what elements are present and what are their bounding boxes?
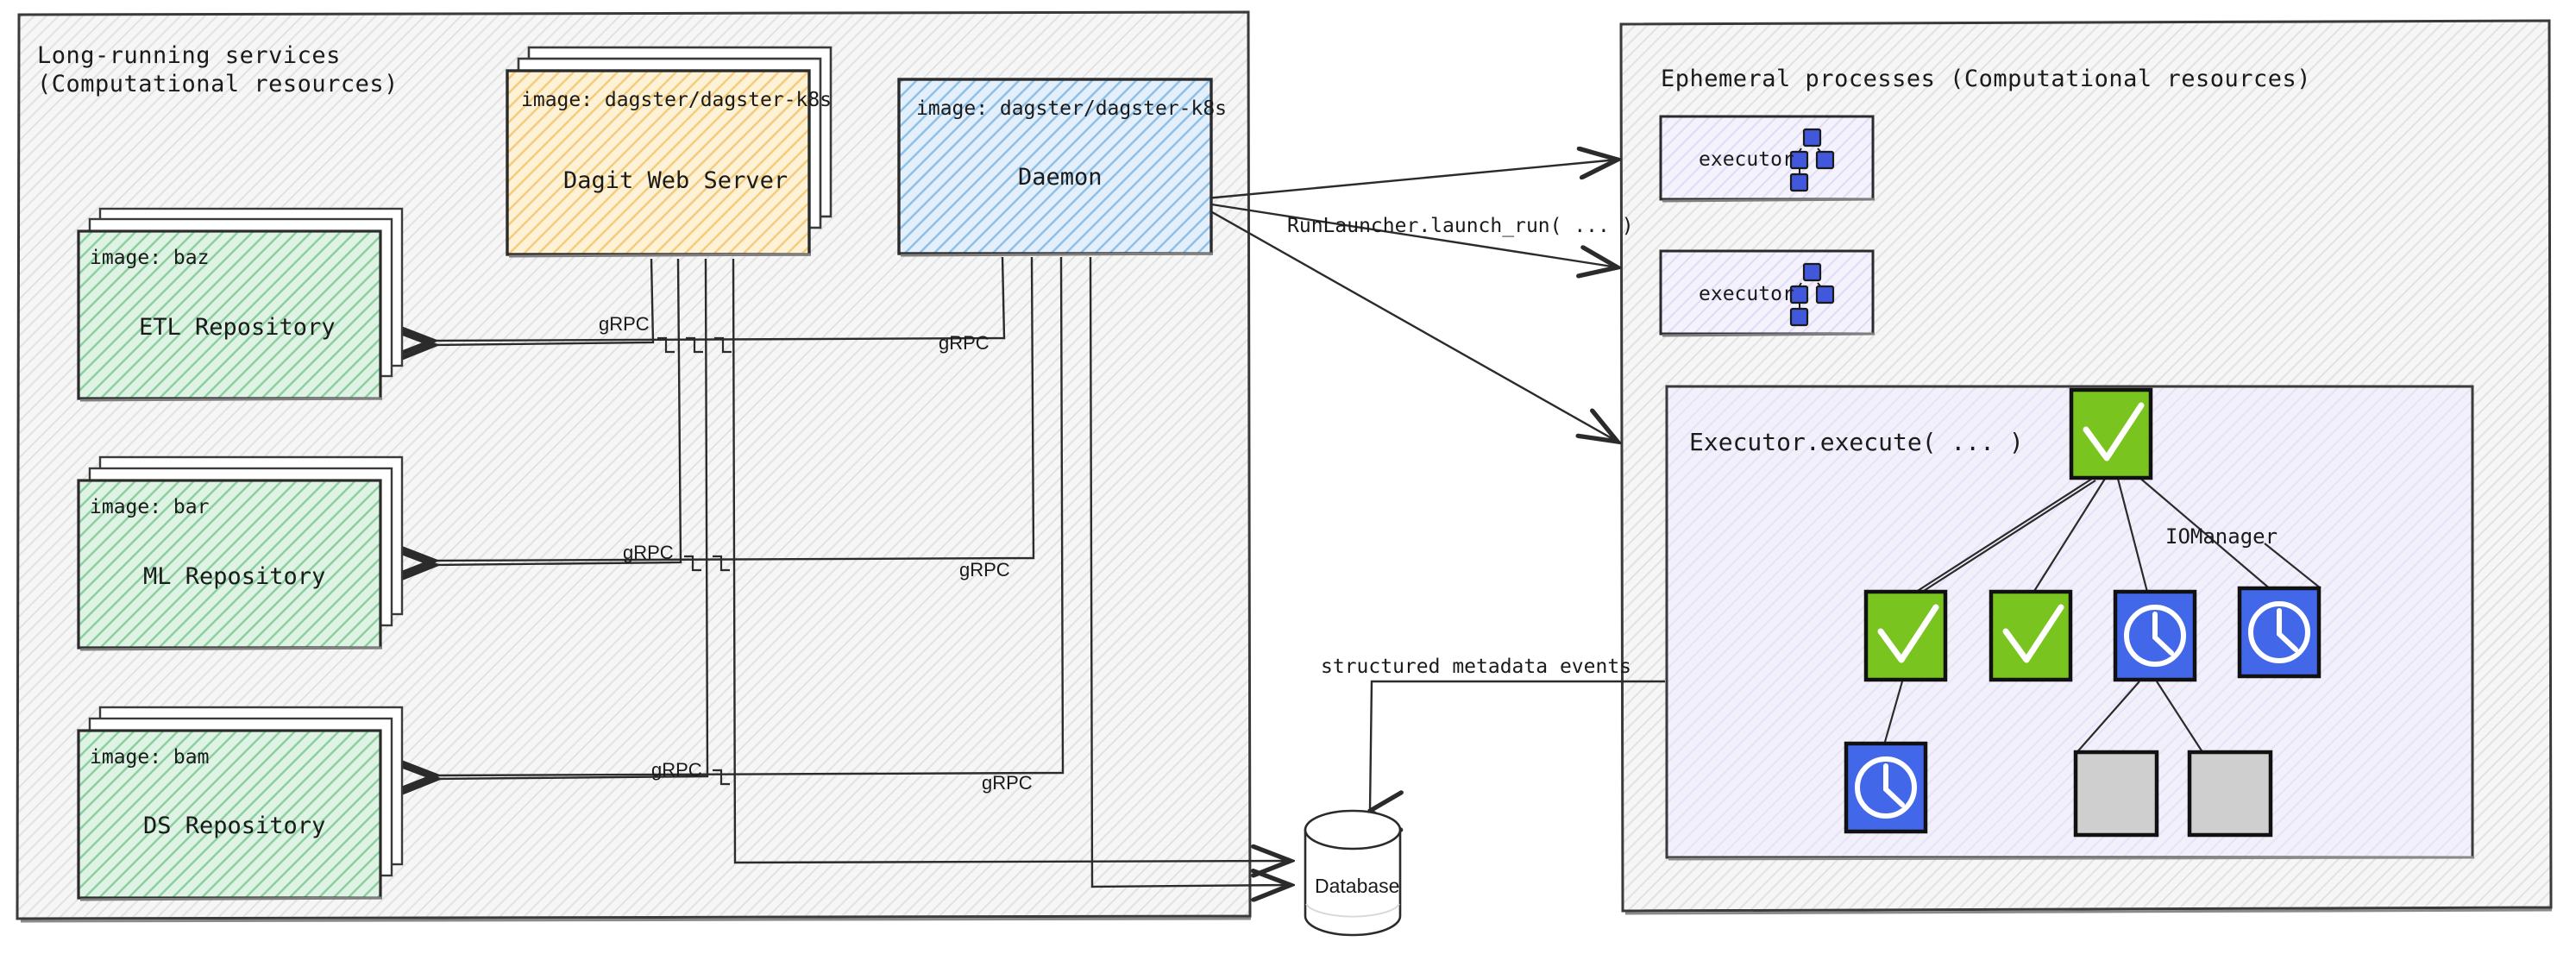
daemon-title-label: Daemon: [1018, 164, 1103, 191]
iomanager-pointer: [2264, 543, 2322, 589]
database-label: Database: [1315, 875, 1400, 897]
dag-node-5[interactable]: [1844, 741, 1928, 834]
clock-icon: [1855, 756, 1917, 819]
structured-metadata-events-label: structured metadata events: [1321, 656, 1632, 678]
executor-execute-title: Executor.execute( ... ): [1689, 428, 2024, 456]
check-icon: [2002, 604, 2064, 663]
dag-node-2[interactable]: [1989, 589, 2073, 682]
ds-repository-image-label: image: bam: [90, 746, 210, 769]
check-icon: [2083, 402, 2145, 461]
ml-repository-box[interactable]: [77, 455, 404, 651]
grpc-label-dagit-ds: gRPC: [651, 759, 702, 781]
database-cylinder: [1304, 809, 1402, 937]
launch-run-edges: [1205, 160, 1618, 442]
dagit-image-label: image: dagster/dagster-k8s: [521, 89, 832, 111]
etl-repository-image-label: image: baz: [90, 247, 210, 269]
clock-icon: [2124, 605, 2186, 667]
dag-node-root[interactable]: [2069, 387, 2153, 480]
dag-icon: [1789, 128, 1835, 192]
dag-icon: [1789, 262, 1835, 327]
runlauncher-launch-run-label: RunLauncher.launch_run( ... ): [1287, 215, 1634, 237]
check-icon: [1877, 604, 1939, 663]
clock-icon: [2248, 601, 2310, 663]
execute-panel: [1665, 385, 2475, 861]
dag-node-3[interactable]: [2113, 589, 2197, 682]
metadata-events-edge: [1370, 680, 1665, 811]
dagit-title-label: Dagit Web Server: [563, 167, 789, 194]
grpc-label-daemon-ml: gRPC: [959, 559, 1010, 581]
executor-2-label: executor: [1699, 283, 1794, 305]
iomanager-label: IOManager: [2165, 524, 2278, 549]
grpc-label-daemon-etl: gRPC: [939, 332, 990, 354]
ml-repository-image-label: image: bar: [90, 496, 210, 518]
dag-node-1[interactable]: [1863, 589, 1948, 682]
grpc-label-dagit-ml: gRPC: [623, 542, 674, 563]
executor-1-label: executor: [1699, 148, 1794, 171]
ds-repository-title-label: DS Repository: [143, 813, 326, 839]
dag-node-7[interactable]: [2187, 750, 2273, 838]
ml-repository-title-label: ML Repository: [143, 563, 326, 590]
left-panel-title-line1: Long-running services: [37, 42, 341, 69]
grpc-edges-dagit: [434, 258, 709, 779]
ds-repository-box[interactable]: [77, 706, 404, 901]
dag-node-6[interactable]: [2073, 750, 2159, 838]
dag-edges: [1883, 475, 2278, 756]
daemon-image-label: image: dagster/dagster-k8s: [916, 97, 1228, 120]
grpc-label-dagit-etl: gRPC: [599, 313, 650, 335]
etl-repository-title-label: ETL Repository: [139, 314, 336, 341]
right-panel-title: Ephemeral processes (Computational resou…: [1661, 66, 2311, 92]
etl-repository-box[interactable]: [77, 207, 404, 402]
left-panel-title-line2: (Computational resources): [37, 71, 399, 97]
left-panel: [16, 10, 1252, 923]
grpc-label-daemon-ds: gRPC: [982, 772, 1033, 794]
dag-node-4[interactable]: [2237, 586, 2322, 679]
dagit-web-server-box[interactable]: [506, 46, 832, 258]
